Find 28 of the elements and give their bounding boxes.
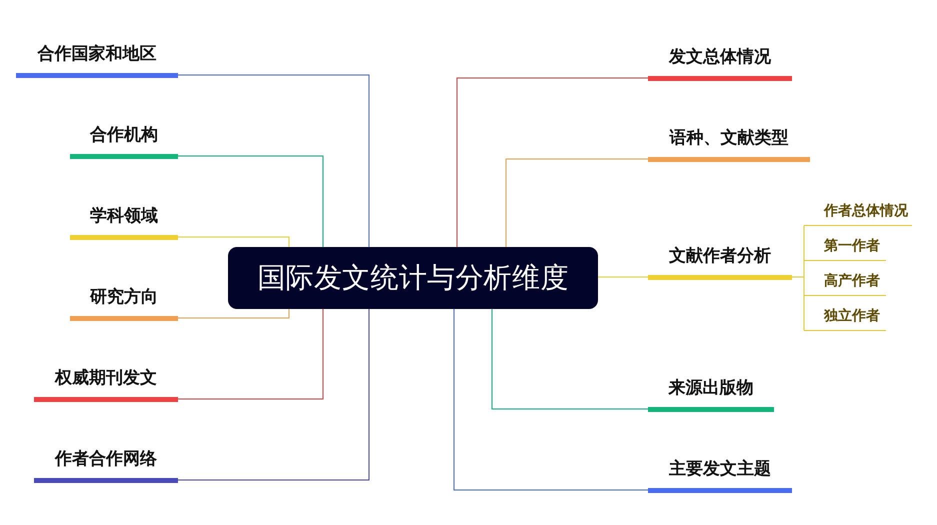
connector-line — [178, 308, 370, 480]
connector-line — [792, 276, 804, 331]
branch-label: 发文总体情况 — [648, 42, 792, 80]
branch-label: 语种、文献类型 — [648, 122, 810, 162]
connector-line — [178, 156, 324, 248]
branch-label: 合作机构 — [70, 120, 178, 158]
branch-label: 研究方向 — [70, 282, 178, 320]
connector-line — [178, 74, 370, 248]
branch-label: 合作国家和地区 — [16, 38, 178, 78]
sub-branch-label: 作者总体情况 — [804, 199, 912, 226]
sub-branch-label: 独立作者 — [804, 304, 886, 331]
branch-label: 作者合作网络 — [34, 444, 178, 482]
branch-label: 来源出版物 — [648, 372, 774, 412]
sub-branch-label: 第一作者 — [804, 234, 886, 261]
branch-label: 学科领域 — [70, 200, 178, 240]
connector-line — [178, 308, 324, 400]
connector-line — [178, 236, 290, 248]
sub-branch-label: 高产作者 — [804, 269, 886, 296]
connector-line — [598, 276, 648, 278]
branch-label: 主要发文主题 — [648, 454, 792, 492]
connector-line — [456, 78, 648, 248]
topic-box: 国际发文统计与分析维度 — [228, 247, 598, 309]
connector-line — [492, 308, 648, 410]
branch-label: 权威期刊发文 — [34, 362, 178, 402]
connector-line — [178, 308, 290, 318]
branch-label: 文献作者分析 — [648, 240, 792, 280]
connector-line — [506, 158, 648, 248]
connector-line — [454, 308, 648, 490]
